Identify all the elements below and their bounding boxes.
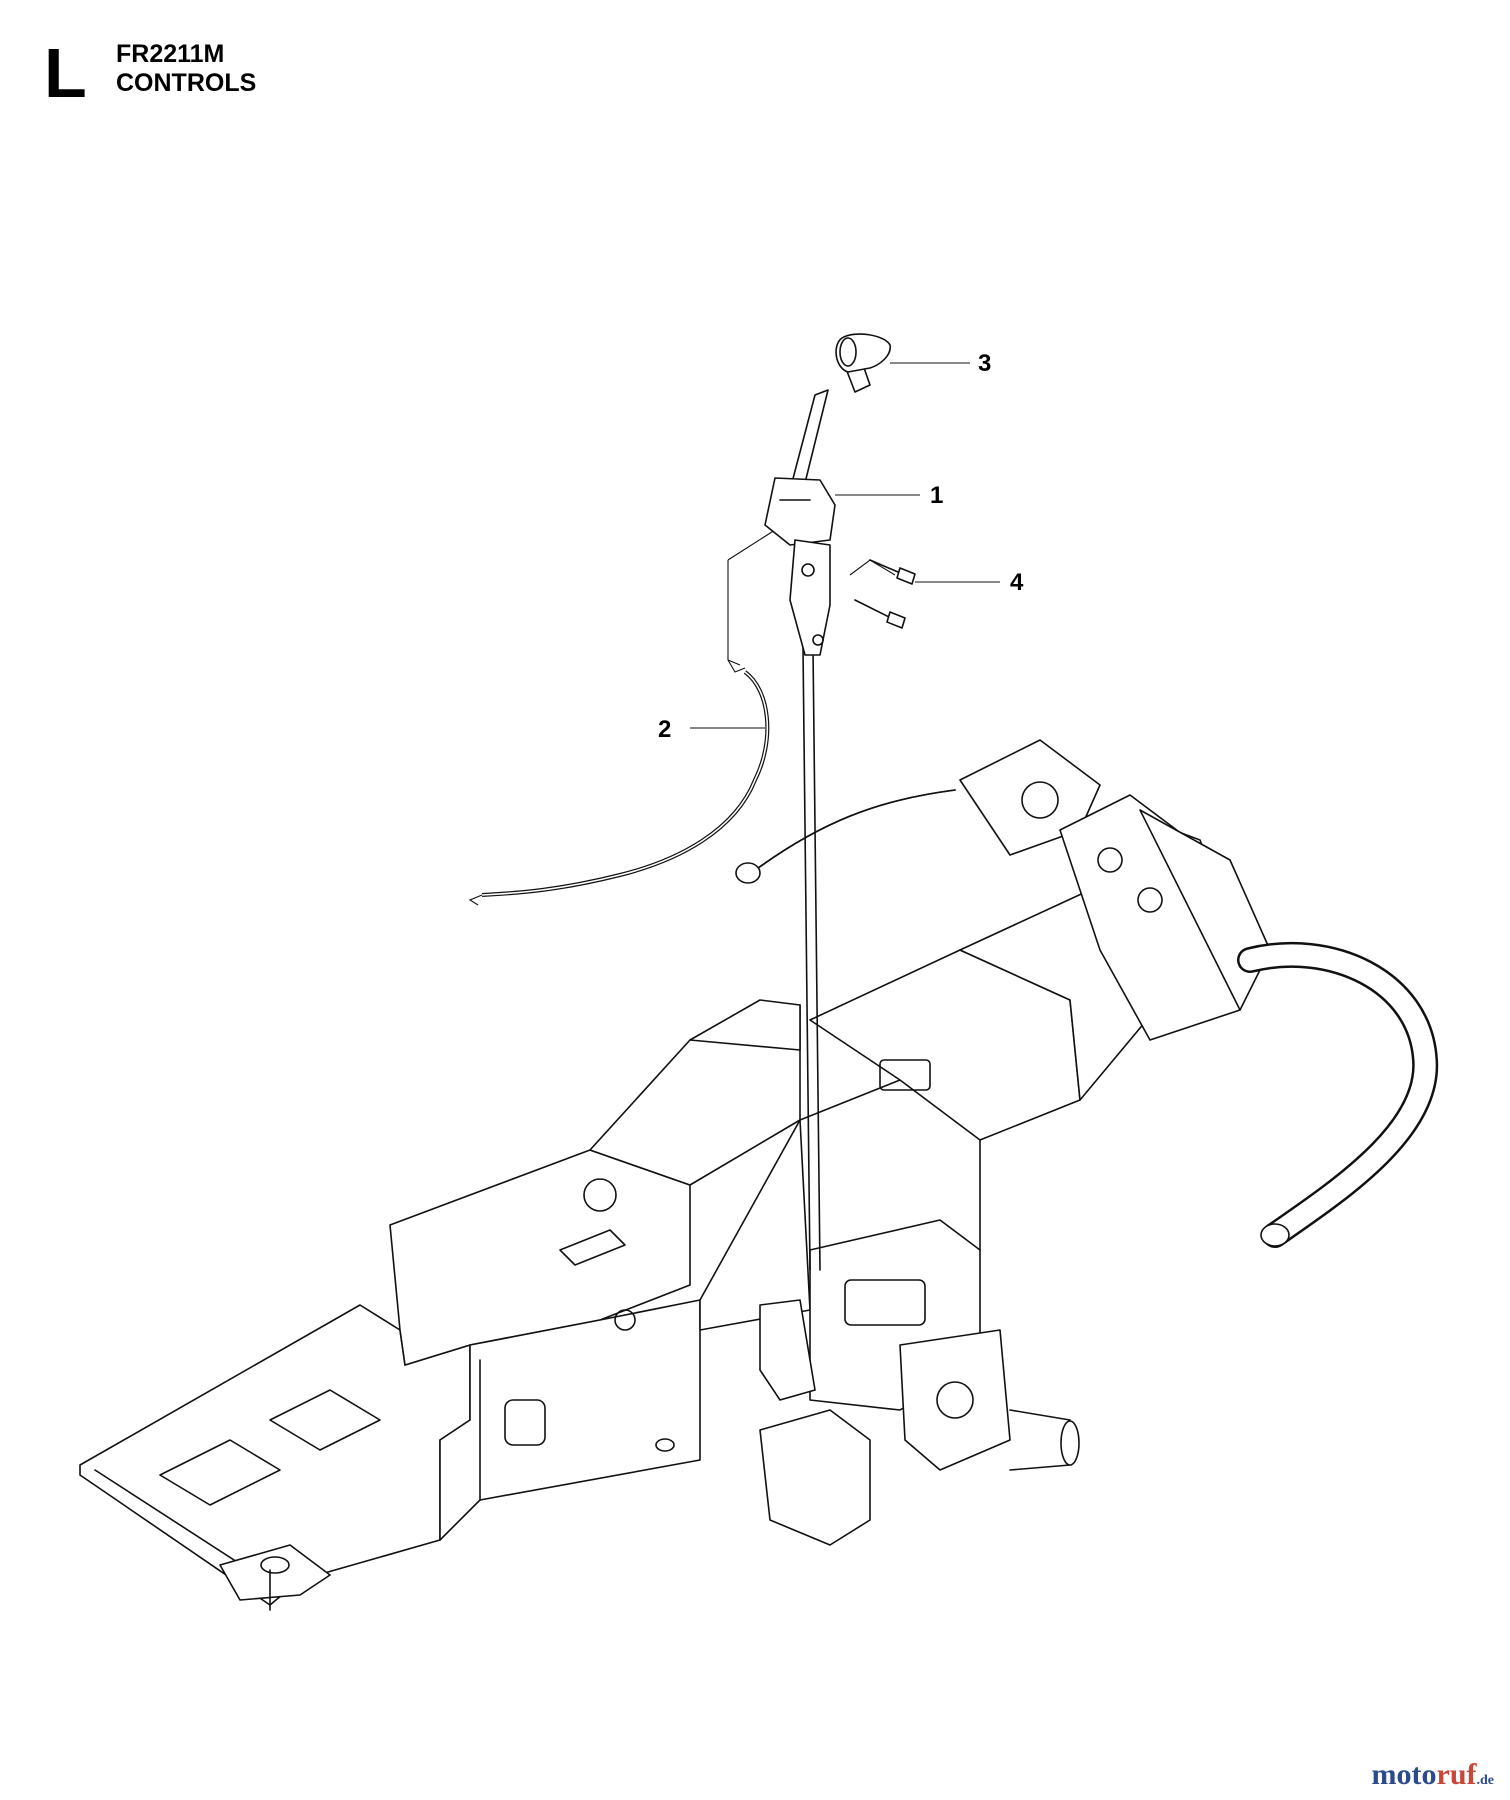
callout-4: 4 [915, 569, 1024, 596]
callout-2: 2 [658, 716, 765, 743]
model-number: FR2211M [116, 40, 225, 68]
watermark-suffix: .de [1476, 1773, 1495, 1788]
callout-label-1: 1 [930, 482, 943, 509]
diagram-title: CONTROLS [116, 69, 257, 97]
callout-1: 1 [835, 482, 943, 509]
callout-3: 3 [890, 350, 991, 377]
throttle-cable [468, 659, 770, 906]
watermark-part2: ruf [1436, 1758, 1477, 1791]
callout-label-4: 4 [1010, 569, 1024, 596]
callout-label-2: 2 [658, 716, 671, 743]
section-letter: L [44, 34, 87, 112]
watermark-part1: moto [1371, 1758, 1437, 1791]
chassis-frame [79, 739, 1439, 1611]
watermark: motoruf.de [1372, 1758, 1494, 1792]
callout-label-3: 3 [978, 350, 991, 377]
diagram-header: L FR2211M CONTROLS [44, 38, 444, 108]
control-lever-assembly [727, 333, 916, 1271]
